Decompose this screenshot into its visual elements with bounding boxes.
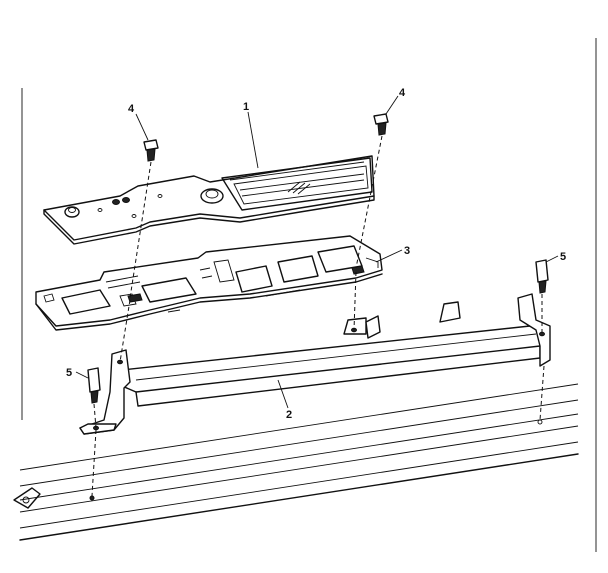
- part-1-control-panel: [43, 155, 375, 245]
- part-3-chassis-frame: [35, 235, 383, 331]
- callout-leaders: [75, 95, 559, 409]
- callout-5-right: 5: [560, 251, 566, 263]
- callout-5-left: 5: [66, 367, 72, 379]
- callout-3: 3: [404, 245, 410, 257]
- callout-2: 2: [286, 409, 292, 421]
- part-4-screw-right: [373, 113, 389, 136]
- callout-4-left: 4: [128, 103, 135, 115]
- part-5-standoff-right: [535, 259, 549, 294]
- assembly-lines: [89, 135, 545, 501]
- callout-1: 1: [243, 101, 249, 113]
- base-surface: [13, 383, 579, 541]
- callout-4-right: 4: [399, 87, 406, 99]
- page-frame: [21, 38, 597, 552]
- part-4-screw-left: [143, 139, 159, 162]
- part-5-standoff-left: [87, 367, 101, 404]
- part-2-bracket-rail: [79, 293, 551, 435]
